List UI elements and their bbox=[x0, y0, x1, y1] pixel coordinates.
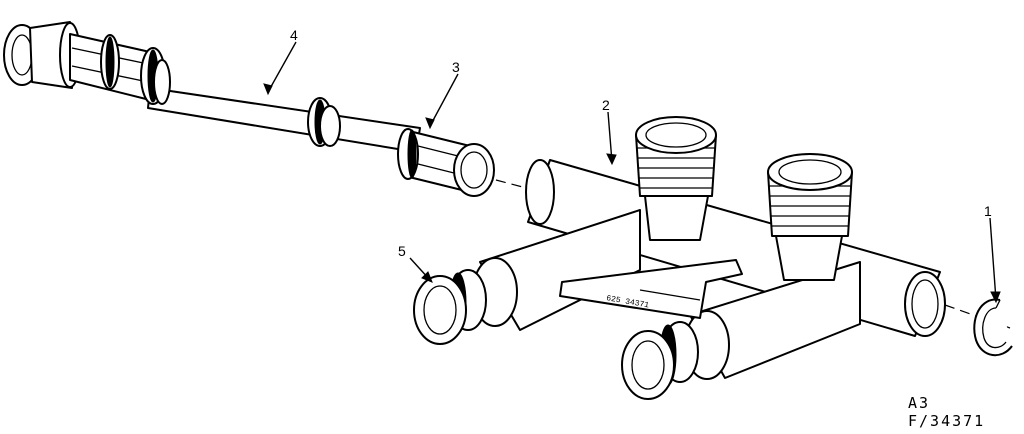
identification-tag: 625 34371 bbox=[559, 259, 743, 319]
valve-spool-part-4 bbox=[3, 21, 495, 197]
callout-4: 4 bbox=[290, 27, 298, 43]
callout-5: 5 bbox=[398, 243, 406, 259]
callout-1: 1 bbox=[984, 203, 992, 219]
threaded-port-left bbox=[635, 116, 717, 241]
seal-ring-part-5 bbox=[413, 269, 487, 345]
callout-2: 2 bbox=[602, 97, 610, 113]
callout-3: 3 bbox=[452, 59, 460, 75]
valve-body-part-2: 625 34371 bbox=[413, 116, 946, 400]
threaded-port-right bbox=[767, 153, 853, 281]
callout-leaders bbox=[263, 41, 1001, 304]
seal-ring-right-outlet bbox=[621, 321, 699, 400]
circlip-part-1 bbox=[973, 298, 1013, 356]
drawing-sheet-code: A3 bbox=[908, 394, 931, 412]
drawing-number: F/34371 bbox=[908, 412, 986, 430]
